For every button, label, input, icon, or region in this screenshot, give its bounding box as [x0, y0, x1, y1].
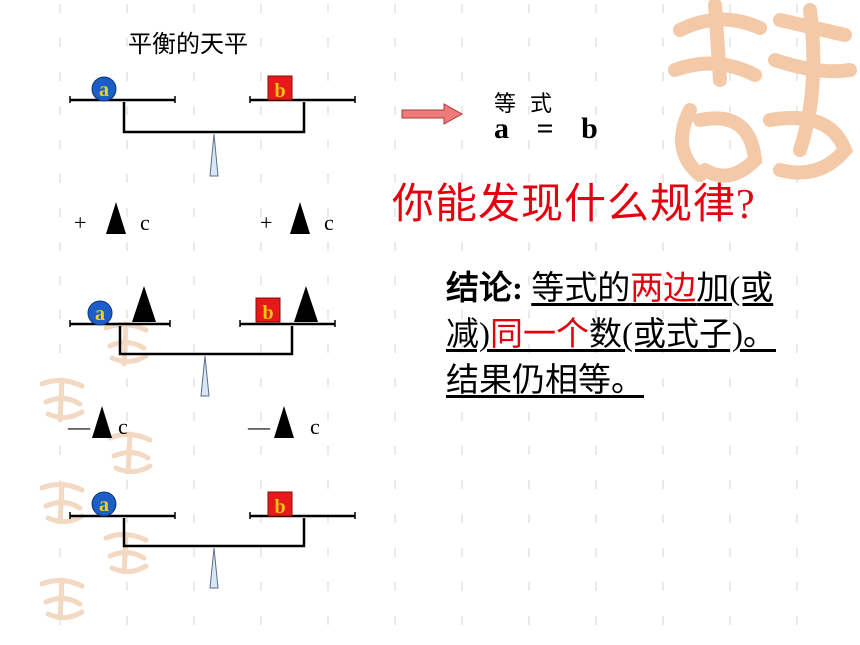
balance-scale-1: a b	[69, 75, 356, 177]
conclusion-part: 等式的	[531, 271, 631, 307]
conclusion-text: 结论: 等式的两边加(或减)同一个数(或式子)。结果仍相等。	[446, 266, 846, 404]
fulcrum-pointer	[209, 547, 219, 589]
conclusion-part: 结果仍相等。	[446, 363, 644, 399]
auspicious-seal-watermark	[668, 0, 857, 183]
equation-label: 等式	[494, 91, 567, 116]
conclusion-part: 加(或	[696, 271, 774, 307]
add-operator-right: +	[260, 210, 273, 235]
c-label-left: c	[118, 414, 128, 439]
sub-operator-left: —	[68, 414, 90, 439]
sub-operator-right: —	[248, 414, 270, 439]
stamp-watermark	[39, 481, 85, 524]
weight-b-label: b	[262, 302, 273, 324]
triangle-weight-c-icon	[132, 286, 156, 322]
conclusion-lead: 结论:	[446, 271, 523, 307]
equation-sign: =	[536, 112, 554, 145]
weight-a-label: a	[95, 303, 105, 325]
weight-a-label: a	[99, 494, 109, 516]
balance-scale-3: a b	[69, 491, 356, 589]
conclusion-highlight-same: 同一个	[490, 317, 589, 353]
weight-b-box	[267, 75, 293, 101]
conclusion-part: 减)	[446, 317, 490, 353]
scale-beam	[122, 102, 306, 134]
scale-beam	[122, 518, 306, 548]
scene-title: 平衡的天平	[128, 32, 248, 58]
conclusion-highlight-both-sides: 两边	[630, 271, 697, 307]
weight-a-ball	[87, 300, 113, 326]
weight-b-box	[267, 491, 293, 517]
equation-right: b	[581, 112, 598, 145]
add-operator-left: +	[74, 210, 87, 235]
stamp-watermark	[39, 377, 85, 422]
fulcrum-pointer	[200, 355, 210, 397]
weight-a-ball	[91, 491, 117, 517]
stamp-watermark	[107, 431, 153, 474]
balance-scale-2: a b	[69, 286, 336, 397]
weight-b-box	[255, 297, 281, 323]
scale-beam	[118, 326, 294, 356]
equation-formula: a = b	[494, 112, 598, 146]
weight-b-label: b	[274, 80, 285, 102]
c-label-left: c	[140, 210, 150, 235]
triangle-weight-c-icon	[92, 406, 112, 438]
stamp-watermark	[39, 577, 85, 620]
weight-a-ball	[91, 76, 117, 102]
triangle-weight-c-icon	[294, 286, 318, 322]
equation-left: a	[494, 112, 509, 145]
fulcrum-pointer	[209, 133, 219, 177]
stamp-watermark	[103, 531, 149, 574]
c-label-right: c	[324, 210, 334, 235]
weight-a-label: a	[99, 79, 109, 101]
triangle-weight-c-icon	[274, 406, 294, 438]
c-label-right: c	[310, 414, 320, 439]
triangle-weight-c-icon	[290, 202, 310, 234]
right-arrow-icon	[401, 103, 464, 125]
weight-b-label: b	[274, 496, 285, 518]
triangle-weight-c-icon	[106, 202, 126, 234]
conclusion-part: 数(或式子)。	[589, 317, 776, 353]
discovery-question: 你能发现什么规律?	[392, 182, 756, 228]
